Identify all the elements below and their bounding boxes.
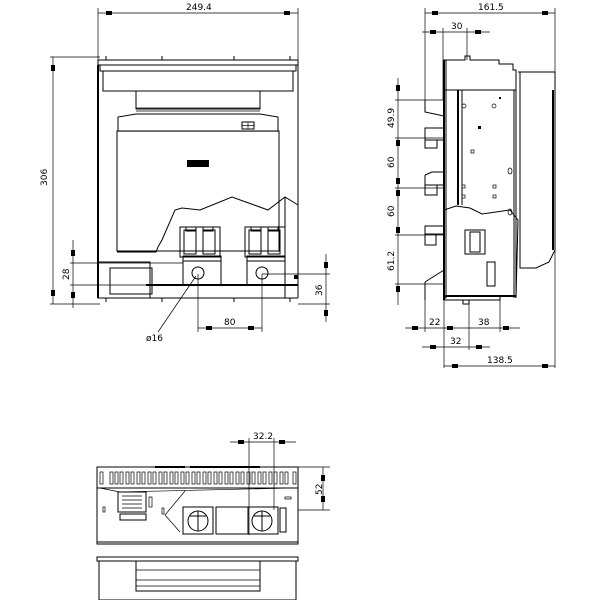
- terminal-right: [244, 226, 286, 286]
- dim-width: 249.4: [97, 3, 299, 62]
- top-terminal-right: [247, 506, 279, 535]
- dim-60a-label: 60: [387, 156, 397, 168]
- front-view: 249.4 306: [40, 3, 330, 344]
- label-plate: [187, 160, 209, 167]
- dim-36-label: 36: [315, 284, 325, 296]
- dim-32-label: 32: [450, 337, 461, 347]
- dim-terminal-height: 28: [62, 240, 183, 308]
- dim-61-label: 61.2: [387, 251, 397, 271]
- dim-32-2-label: 32.2: [253, 432, 273, 442]
- dim-bolt-diameter-label: ø16: [146, 334, 163, 344]
- dim-60b-label: 60: [387, 205, 397, 217]
- terminal-left: [179, 226, 222, 286]
- side-view: 161.5 30: [387, 3, 556, 368]
- dim-width-label: 249.4: [186, 3, 212, 13]
- top-terminal-left: [182, 506, 214, 535]
- dim-bottom-chain: 22 38 32 138.5: [405, 250, 556, 368]
- dim-52-label: 52: [315, 484, 325, 495]
- dim-28-label: 28: [62, 268, 72, 280]
- dim-49-label: 49.9: [387, 108, 397, 128]
- dim-161-label: 161.5: [478, 3, 504, 13]
- dim-top-offset: 30: [422, 22, 490, 100]
- dim-terminal-spacing: 80: [197, 274, 263, 332]
- top-view: 32.2 52: [96, 432, 330, 600]
- dim-top-height: 52: [298, 466, 330, 511]
- dim-vertical-chain: 49.9 60 60 61.2: [387, 78, 444, 305]
- vent-slots: [99, 471, 297, 485]
- dim-30-label: 30: [451, 22, 463, 32]
- dim-height: 306: [40, 56, 100, 305]
- dim-height-label: 306: [40, 169, 50, 186]
- dim-138-label: 138.5: [487, 356, 513, 366]
- dim-22-label: 22: [429, 318, 440, 328]
- dim-terminal-offset: 36: [262, 254, 330, 322]
- dim-38-label: 38: [478, 318, 490, 328]
- dim-80-label: 80: [224, 318, 236, 328]
